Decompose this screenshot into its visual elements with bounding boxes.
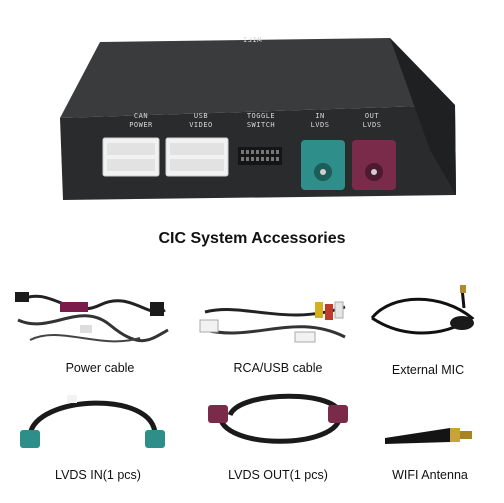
caption-power-cable: Power cable — [65, 361, 135, 375]
port-label-out-lvds: OUT LVDS — [347, 112, 397, 130]
port-label-line: IN — [315, 112, 325, 120]
port-label-line: OUT — [364, 112, 380, 120]
top-label: WIFI — [242, 35, 262, 43]
port-label-toggle-switch: TOGGLE SWITCH — [236, 112, 286, 130]
port-label-usb-video: USB VIDEO — [176, 112, 226, 130]
rca-usb-cable-image — [199, 301, 346, 343]
device-image — [60, 38, 456, 200]
port-label-line: TOGGLE — [246, 112, 276, 120]
port-label-in-lvds: IN LVDS — [295, 112, 345, 130]
section-title: CIC System Accessories — [158, 230, 346, 247]
power-cable-image — [15, 292, 169, 343]
lvds-out-cable-image — [208, 393, 348, 444]
port-label-line: POWER — [129, 121, 153, 129]
port-label-line: LVDS — [310, 121, 330, 129]
port-label-line: CAN — [133, 112, 149, 120]
port-label-line: LVDS — [362, 121, 382, 129]
lvds-in-cable-image — [20, 395, 165, 448]
port-label-line: USB — [193, 112, 209, 120]
caption-wifi-antenna: WIFI Antenna — [392, 468, 468, 482]
wifi-antenna-image — [385, 428, 472, 444]
port-label-line: VIDEO — [189, 121, 213, 129]
caption-lvds-out: LVDS OUT(1 pcs) — [228, 468, 328, 482]
caption-rca-usb-cable: RCA/USB cable — [233, 361, 323, 375]
external-mic-image — [370, 285, 475, 335]
port-label-line: SWITCH — [246, 121, 276, 129]
caption-lvds-in: LVDS IN(1 pcs) — [55, 468, 141, 482]
port-label-can-power: CAN POWER — [116, 112, 166, 130]
caption-external-mic: External MIC — [391, 363, 465, 377]
